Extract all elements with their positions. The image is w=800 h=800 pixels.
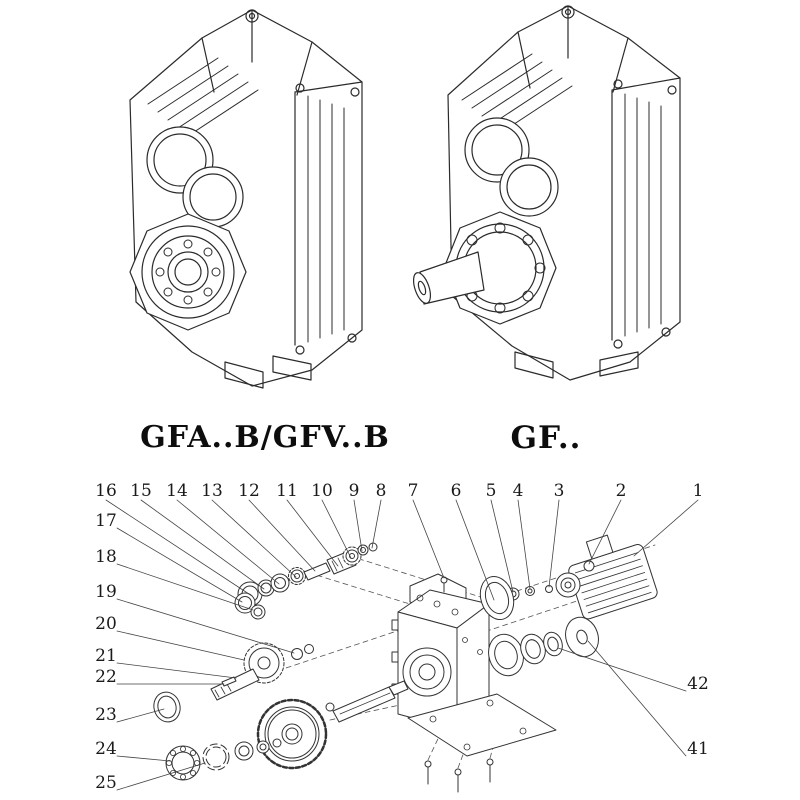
model-caption-right: GF.. (510, 420, 582, 456)
part-number-2: 2 (615, 481, 627, 501)
part-number-8: 8 (375, 481, 387, 501)
gearbox-drawing-left (129, 9, 363, 389)
output-bearing-cluster (165, 738, 282, 781)
part-number-24: 24 (95, 739, 117, 759)
part-number-11: 11 (276, 481, 298, 501)
part-number-19: 19 (95, 582, 117, 602)
bearing-cover-rings (488, 616, 599, 677)
input-shaft-cluster (234, 542, 448, 620)
part-number-10: 10 (311, 481, 333, 501)
gasket-part (479, 576, 515, 620)
intermediate-gear-cluster (153, 642, 314, 723)
model-caption-left: GFA..B/GFV..B (140, 420, 390, 455)
part-number-21: 21 (95, 646, 117, 666)
part-number-16: 16 (95, 481, 117, 501)
part-number-7: 7 (407, 481, 419, 501)
motor-part (555, 534, 658, 620)
part-number-5: 5 (485, 481, 497, 501)
part-number-22: 22 (95, 667, 117, 687)
part-number-12: 12 (238, 481, 260, 501)
part-number-13: 13 (201, 481, 223, 501)
part-number-9: 9 (348, 481, 360, 501)
part-number-20: 20 (95, 614, 117, 634)
leader-lines (105, 499, 699, 791)
base-plate-part (407, 693, 557, 793)
part-number-25: 25 (95, 773, 117, 793)
part-number-4: 4 (512, 481, 524, 501)
part-number-23: 23 (95, 705, 117, 725)
exploded-view (153, 534, 658, 793)
part-number-42: 42 (687, 674, 709, 694)
part-number-41: 41 (687, 739, 709, 759)
output-gear-shaft (256, 680, 409, 770)
part-number-18: 18 (95, 547, 117, 567)
part-number-3: 3 (553, 481, 565, 501)
part-number-1: 1 (692, 481, 704, 501)
part-number-15: 15 (130, 481, 152, 501)
part-number-14: 14 (166, 481, 188, 501)
gearbox-drawing-right (412, 5, 681, 381)
part-number-6: 6 (450, 481, 462, 501)
part-number-17: 17 (95, 511, 117, 531)
